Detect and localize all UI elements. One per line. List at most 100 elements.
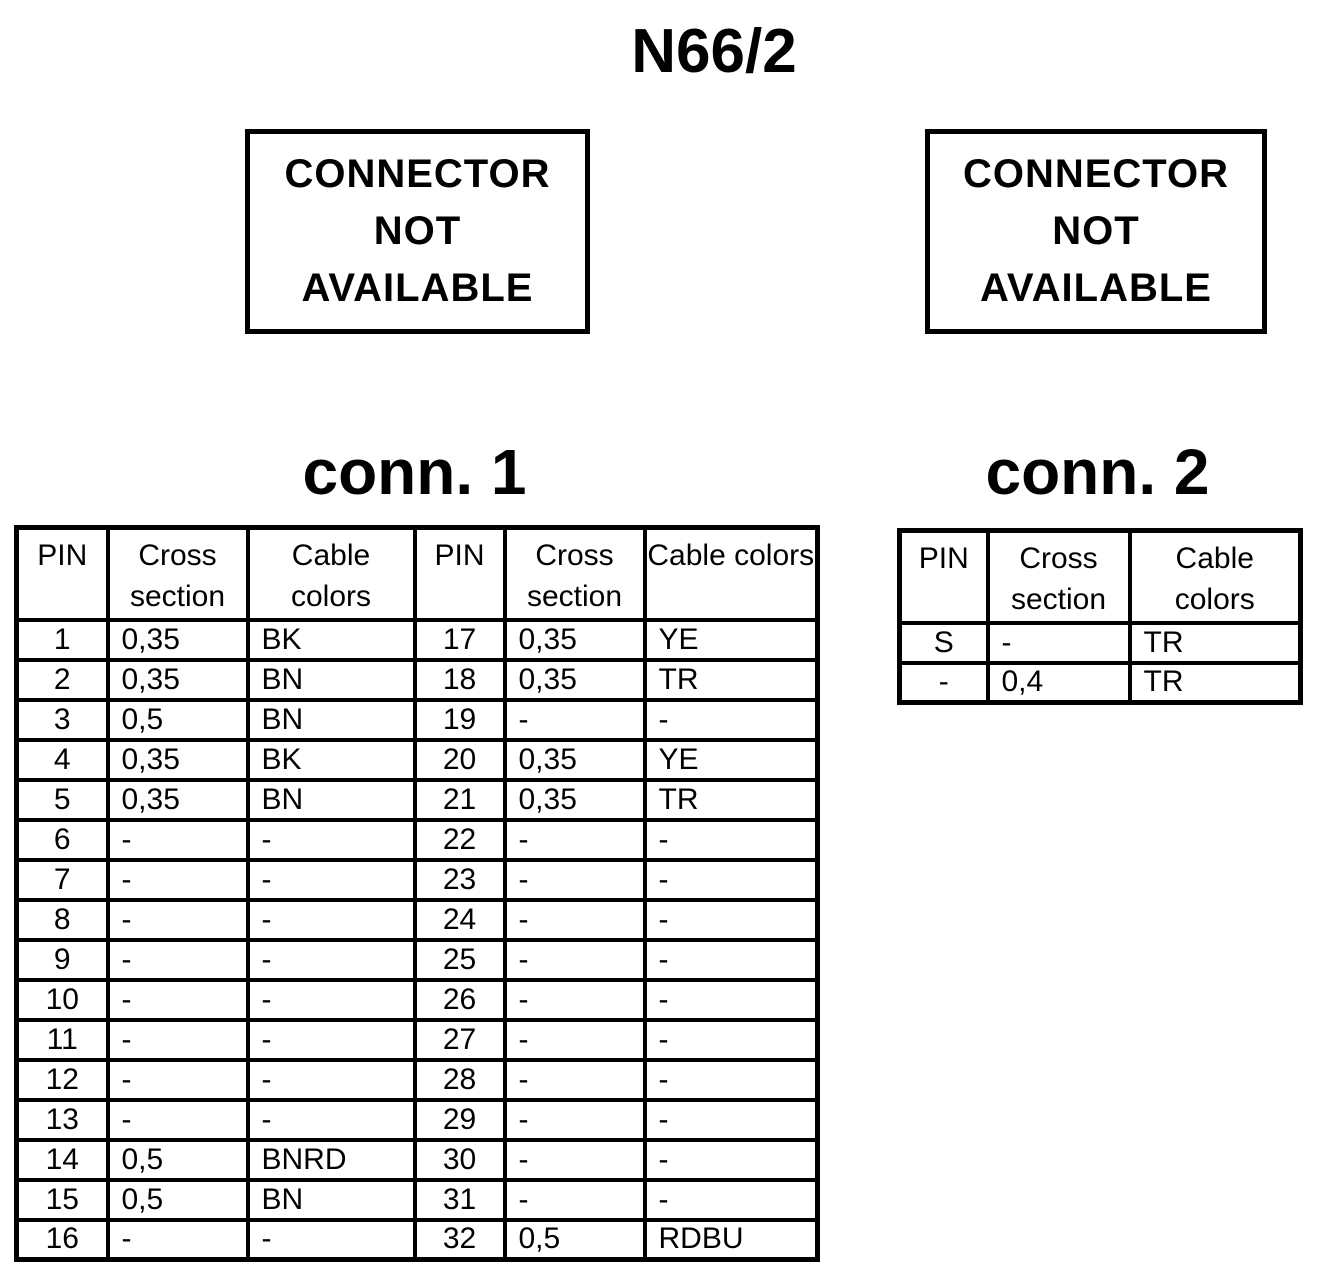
notice-line: AVAILABLE bbox=[301, 266, 534, 310]
table-cell: - bbox=[105, 1017, 250, 1062]
table-cell: BN bbox=[245, 1177, 417, 1222]
table-cell: 16 bbox=[14, 1217, 110, 1262]
table-cell: - bbox=[502, 1137, 647, 1182]
table-cell: 13 bbox=[14, 1097, 110, 1142]
table-cell: - bbox=[642, 897, 820, 942]
notice-line: NOT bbox=[1052, 209, 1140, 253]
table-cell: 4 bbox=[14, 737, 110, 782]
page-title: N66/2 bbox=[631, 17, 797, 86]
header-cell: Cross section bbox=[502, 525, 647, 622]
table-cell: BK bbox=[245, 617, 417, 662]
header-cell: Cable colors bbox=[1127, 528, 1303, 625]
table-row: 9--25-- bbox=[14, 937, 820, 982]
table-cell: - bbox=[642, 697, 820, 742]
table-cell: 27 bbox=[412, 1017, 507, 1062]
table-cell: - bbox=[502, 937, 647, 982]
table-cell: S bbox=[897, 620, 990, 665]
table-cell: RDBU bbox=[642, 1217, 820, 1262]
table-cell: - bbox=[502, 697, 647, 742]
table-cell: - bbox=[105, 857, 250, 902]
table-cell: 21 bbox=[412, 777, 507, 822]
table-cell: 0,5 bbox=[105, 1137, 250, 1182]
table-cell: - bbox=[245, 817, 417, 862]
table-cell: - bbox=[245, 1017, 417, 1062]
table-cell: - bbox=[245, 937, 417, 982]
table-cell: - bbox=[105, 937, 250, 982]
table-cell: - bbox=[642, 937, 820, 982]
table-cell: 0,35 bbox=[105, 777, 250, 822]
table-cell: 11 bbox=[14, 1017, 110, 1062]
header-cell: PIN bbox=[14, 525, 110, 622]
notice-line: CONNECTOR bbox=[284, 152, 551, 196]
table-cell: - bbox=[245, 1057, 417, 1102]
table-cell: 31 bbox=[412, 1177, 507, 1222]
table-cell: - bbox=[642, 1017, 820, 1062]
table-cell: - bbox=[642, 1097, 820, 1142]
header-cell: PIN bbox=[412, 525, 507, 622]
table-cell: - bbox=[642, 817, 820, 862]
table-cell: 0,35 bbox=[502, 737, 647, 782]
conn1-title: conn. 1 bbox=[302, 436, 527, 508]
table-row: 8--24-- bbox=[14, 897, 820, 942]
table-cell: - bbox=[105, 1057, 250, 1102]
connector-not-available-box-left: CONNECTOR NOT AVAILABLE bbox=[245, 129, 590, 334]
notice-line: AVAILABLE bbox=[980, 266, 1212, 310]
table-cell: 3 bbox=[14, 697, 110, 742]
table-cell: - bbox=[105, 977, 250, 1022]
header-cell: Cable colors bbox=[642, 525, 820, 622]
table-cell: - bbox=[502, 1097, 647, 1142]
table-cell: 32 bbox=[412, 1217, 507, 1262]
table-cell: 0,5 bbox=[105, 1177, 250, 1222]
table-cell: - bbox=[642, 857, 820, 902]
conn2-title: conn. 2 bbox=[985, 436, 1210, 508]
table-cell: - bbox=[105, 817, 250, 862]
table-cell: 25 bbox=[412, 937, 507, 982]
table-cell: 12 bbox=[14, 1057, 110, 1102]
table-cell: - bbox=[642, 1177, 820, 1222]
table-cell: 26 bbox=[412, 977, 507, 1022]
table-cell: 15 bbox=[14, 1177, 110, 1222]
table-cell: 9 bbox=[14, 937, 110, 982]
table-cell: - bbox=[245, 1097, 417, 1142]
table-row: S-TR bbox=[897, 620, 1303, 665]
table-cell: - bbox=[245, 897, 417, 942]
table-cell: BN bbox=[245, 697, 417, 742]
table-cell: 2 bbox=[14, 657, 110, 702]
table-cell: 5 bbox=[14, 777, 110, 822]
table-cell: - bbox=[642, 1057, 820, 1102]
table-cell: 0,35 bbox=[502, 657, 647, 702]
table-row: 11--27-- bbox=[14, 1017, 820, 1062]
table-cell: 0,35 bbox=[502, 617, 647, 662]
connector-not-available-box-right: CONNECTOR NOT AVAILABLE bbox=[925, 129, 1267, 334]
table-cell: 0,5 bbox=[502, 1217, 647, 1262]
table-cell: - bbox=[105, 1097, 250, 1142]
table-cell: 1 bbox=[14, 617, 110, 662]
table-row: 10--26-- bbox=[14, 977, 820, 1022]
table-cell: 6 bbox=[14, 817, 110, 862]
table-cell: - bbox=[502, 857, 647, 902]
table-cell: - bbox=[642, 1137, 820, 1182]
table-cell: - bbox=[502, 1017, 647, 1062]
table-cell: 8 bbox=[14, 897, 110, 942]
table-row: 6--22-- bbox=[14, 817, 820, 862]
table-cell: - bbox=[897, 660, 990, 705]
notice-line: CONNECTOR bbox=[962, 152, 1230, 196]
table-cell: 22 bbox=[412, 817, 507, 862]
table-cell: - bbox=[245, 1217, 417, 1262]
table-cell: 28 bbox=[412, 1057, 507, 1102]
table-cell: - bbox=[502, 977, 647, 1022]
table-cell: 20 bbox=[412, 737, 507, 782]
table-cell: 0,4 bbox=[985, 660, 1132, 705]
table-cell: TR bbox=[642, 657, 820, 702]
table-cell: - bbox=[502, 1057, 647, 1102]
table-cell: 0,35 bbox=[105, 617, 250, 662]
